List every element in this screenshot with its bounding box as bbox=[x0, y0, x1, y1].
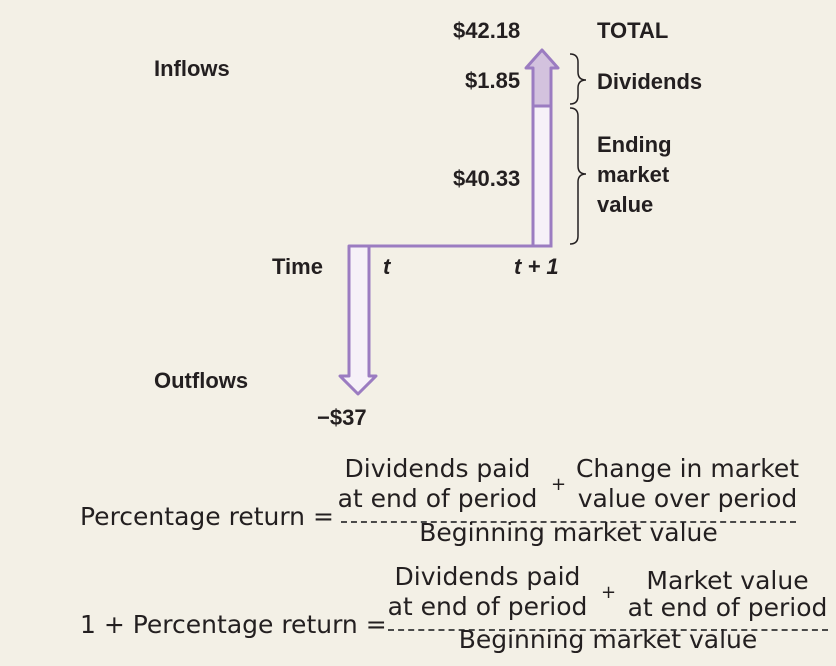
ending-label-line: value bbox=[597, 192, 654, 217]
dividends-value: $1.85 bbox=[465, 68, 521, 93]
formula-2-fraction-bar bbox=[388, 629, 828, 631]
formula-2-denominator: Beginning market value bbox=[458, 625, 758, 654]
ending-value-bar bbox=[531, 104, 553, 248]
dividends-brace bbox=[569, 53, 587, 105]
time-label: Time bbox=[272, 254, 323, 279]
formula-1-plus: + bbox=[551, 474, 567, 495]
t-label: t bbox=[383, 254, 391, 279]
formula-2-numerator-right-line1: Market value bbox=[646, 566, 809, 595]
formula-1-lhs: Percentage return = bbox=[80, 502, 334, 531]
ending-label-line: market bbox=[597, 162, 670, 187]
dividends-arrow bbox=[524, 48, 560, 108]
outflow-arrow bbox=[338, 244, 378, 396]
ending-label-line: Ending bbox=[597, 132, 672, 157]
formula-1-fraction-bar bbox=[341, 521, 796, 523]
formula-2-lhs: 1 + Percentage return = bbox=[80, 610, 387, 639]
formula-1-numerator-left-line2: at end of period bbox=[337, 484, 538, 513]
outflow-value: −$37 bbox=[317, 405, 367, 430]
dividends-label: Dividends bbox=[597, 69, 703, 94]
ending-market-value-label: Ending market value bbox=[597, 130, 672, 220]
formula-2-plus: + bbox=[601, 582, 617, 603]
ending-value: $40.33 bbox=[453, 166, 521, 191]
total-label: TOTAL bbox=[597, 18, 669, 43]
ending-value-brace bbox=[569, 107, 587, 245]
formula-1-numerator-right-line1: Change in market bbox=[575, 454, 800, 483]
total-value: $42.18 bbox=[453, 18, 521, 43]
formula-2-numerator-right-line2: at end of period bbox=[627, 593, 828, 622]
inflows-label: Inflows bbox=[154, 56, 230, 81]
formula-2-numerator-left-line2: at end of period bbox=[387, 592, 588, 621]
formula-1-denominator: Beginning market value bbox=[419, 518, 718, 547]
formula-2-numerator-left-line1: Dividends paid bbox=[394, 562, 581, 591]
t-plus-1-label: t + 1 bbox=[514, 254, 559, 279]
outflows-label: Outflows bbox=[154, 368, 249, 393]
formula-1-numerator-right-line2: value over period bbox=[577, 484, 798, 513]
formula-1-numerator-left-line1: Dividends paid bbox=[344, 454, 531, 483]
